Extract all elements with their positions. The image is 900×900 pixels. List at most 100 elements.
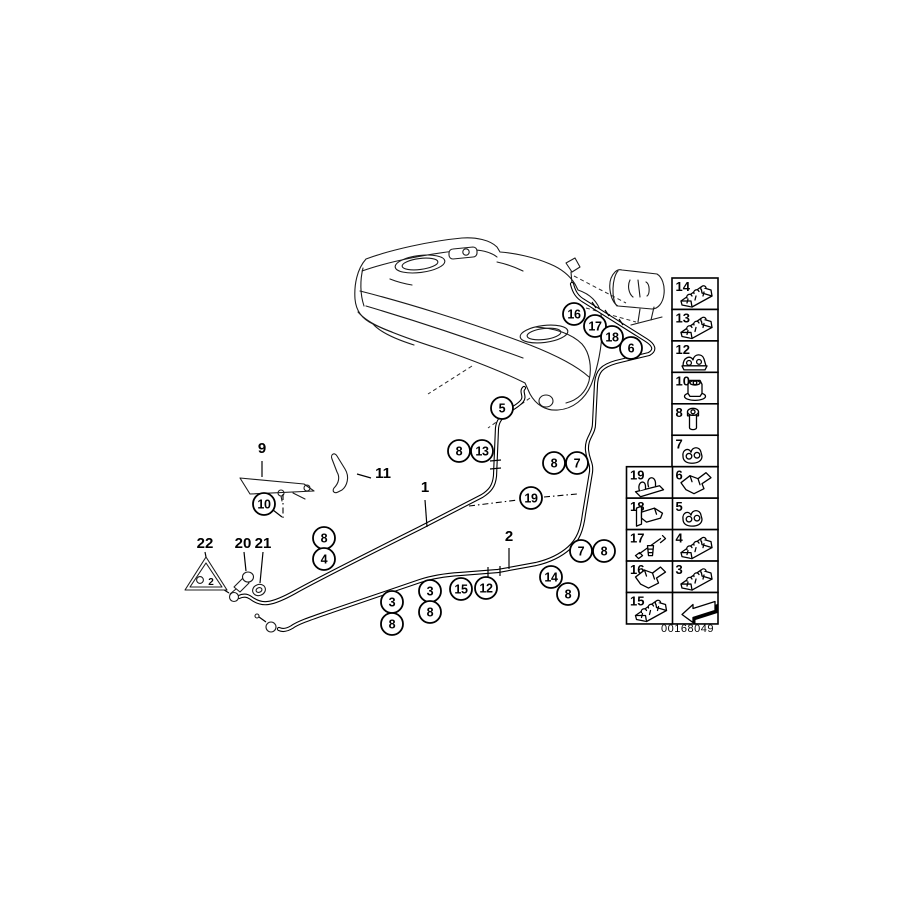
svg-text:8: 8 xyxy=(565,588,572,602)
callout-balloon-10[interactable]: 10 xyxy=(252,492,276,516)
svg-text:8: 8 xyxy=(456,445,463,459)
svg-text:6: 6 xyxy=(628,342,635,356)
svg-text:15: 15 xyxy=(454,583,468,597)
legend-cell-19[interactable]: 19 xyxy=(625,465,674,499)
svg-text:4: 4 xyxy=(676,531,684,546)
svg-text:13: 13 xyxy=(475,445,489,459)
nut-icon xyxy=(683,379,707,402)
vent-pipe-line xyxy=(254,257,653,633)
legend-cell-arrow[interactable] xyxy=(671,591,719,626)
svg-text:6: 6 xyxy=(676,468,683,483)
bracket-clip-icon xyxy=(634,566,667,589)
svg-text:2: 2 xyxy=(208,577,214,588)
callout-balloon-12[interactable]: 12 xyxy=(474,576,498,600)
svg-text:7: 7 xyxy=(574,457,581,471)
callout-balloon-8[interactable]: 8 xyxy=(312,526,336,550)
bracket-part xyxy=(331,453,349,494)
bolt-icon xyxy=(686,407,700,431)
part-label-2: 2 xyxy=(505,528,513,545)
svg-text:12: 12 xyxy=(676,342,690,357)
holder-double-icon xyxy=(634,477,665,498)
rivet-pin-icon xyxy=(634,534,667,560)
clamp-long-icon xyxy=(680,316,713,340)
svg-text:14: 14 xyxy=(676,279,691,294)
legend-cell-16[interactable]: 16 xyxy=(625,560,674,594)
legend-cell-13[interactable]: 13 xyxy=(671,308,719,342)
callout-balloon-18[interactable]: 18 xyxy=(600,325,624,349)
svg-text:19: 19 xyxy=(524,492,538,506)
svg-text:8: 8 xyxy=(676,405,683,420)
callout-balloon-8[interactable]: 8 xyxy=(592,539,616,563)
svg-text:8: 8 xyxy=(601,545,608,559)
callout-balloon-8[interactable]: 8 xyxy=(447,439,471,463)
callout-balloon-19[interactable]: 19 xyxy=(519,486,543,510)
svg-text:18: 18 xyxy=(605,331,619,345)
legend-cell-14[interactable]: 14 xyxy=(671,277,719,311)
callout-balloon-6[interactable]: 6 xyxy=(619,336,643,360)
legend-cell-12[interactable]: 12 xyxy=(671,340,719,374)
clamp-long-icon xyxy=(680,568,713,591)
svg-text:8: 8 xyxy=(551,457,558,471)
svg-text:7: 7 xyxy=(578,545,585,559)
callout-balloon-8[interactable]: 8 xyxy=(542,451,566,475)
shield-plate-part xyxy=(239,477,315,502)
callout-balloon-3[interactable]: 3 xyxy=(380,590,404,614)
clamp-long-icon xyxy=(634,599,668,623)
svg-text:8: 8 xyxy=(321,532,328,546)
svg-text:5: 5 xyxy=(499,402,506,416)
callout-balloon-4[interactable]: 4 xyxy=(312,547,336,571)
svg-text:13: 13 xyxy=(676,310,690,325)
svg-text:3: 3 xyxy=(676,562,683,577)
clip-double-icon xyxy=(681,354,708,371)
svg-text:10: 10 xyxy=(676,373,690,388)
direction-arrow-icon xyxy=(681,600,718,625)
callout-balloon-7[interactable]: 7 xyxy=(565,451,589,475)
seal-ring-part xyxy=(252,583,266,597)
clamp-long-icon xyxy=(680,285,713,308)
svg-text:15: 15 xyxy=(630,594,644,609)
svg-text:3: 3 xyxy=(427,585,434,599)
svg-text:16: 16 xyxy=(567,308,581,322)
svg-text:10: 10 xyxy=(257,498,271,512)
part-label-9: 9 xyxy=(258,440,266,457)
svg-text:7: 7 xyxy=(676,436,683,451)
warning-triangle-icon: 2 xyxy=(184,556,228,591)
legend-cell-18[interactable]: 18 xyxy=(625,497,674,531)
legend-cell-15[interactable]: 15 xyxy=(625,591,674,625)
callout-balloon-15[interactable]: 15 xyxy=(449,577,473,601)
svg-text:5: 5 xyxy=(676,499,683,514)
legend-cell-10[interactable]: 10 xyxy=(671,371,719,405)
callout-balloon-8[interactable]: 8 xyxy=(556,582,580,606)
bracket-clip-icon xyxy=(680,472,712,495)
bracket-icon xyxy=(635,505,664,527)
legend-cell-7[interactable]: 7 xyxy=(671,434,719,468)
callout-balloon-5[interactable]: 5 xyxy=(490,396,514,420)
diagram-number: 00168049 xyxy=(661,623,714,635)
part-label-22: 22 xyxy=(197,535,214,552)
callout-balloon-13[interactable]: 13 xyxy=(470,439,494,463)
svg-text:17: 17 xyxy=(630,531,644,546)
svg-text:8: 8 xyxy=(389,618,396,632)
legend-cell-17[interactable]: 17 xyxy=(625,528,674,562)
callout-balloon-7[interactable]: 7 xyxy=(569,539,593,563)
callout-balloon-8[interactable]: 8 xyxy=(380,612,404,636)
svg-text:4: 4 xyxy=(321,553,328,567)
callout-balloon-8[interactable]: 8 xyxy=(418,600,442,624)
callout-balloon-16[interactable]: 16 xyxy=(562,302,586,326)
legend-cell-5[interactable]: 5 xyxy=(671,497,719,531)
callout-balloon-3[interactable]: 3 xyxy=(418,579,442,603)
legend-cell-6[interactable]: 6 xyxy=(671,465,719,499)
part-label-20: 20 xyxy=(235,535,252,552)
legend-cell-8[interactable]: 8 xyxy=(671,402,719,437)
legend-cell-4[interactable]: 4 xyxy=(671,528,719,562)
legend-cell-3[interactable]: 3 xyxy=(671,560,719,594)
svg-text:12: 12 xyxy=(479,582,493,596)
bleed-screw-part xyxy=(229,571,255,595)
svg-text:3: 3 xyxy=(389,596,396,610)
callout-balloon-17[interactable]: 17 xyxy=(583,314,607,338)
callout-balloon-14[interactable]: 14 xyxy=(539,565,563,589)
clip-icon xyxy=(682,510,703,527)
leader-lines xyxy=(204,461,578,584)
